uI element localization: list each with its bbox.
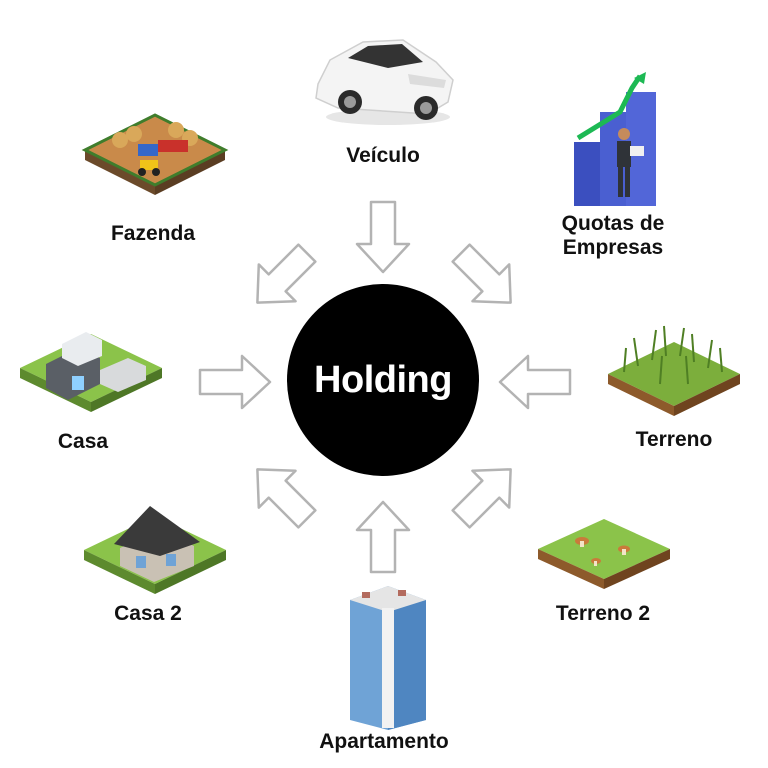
arrow-from-terreno2 <box>451 468 512 529</box>
holding-hub: Holding <box>287 284 479 476</box>
label-terreno2: Terreno 2 <box>555 602 651 625</box>
label-casa2: Casa 2 <box>114 602 182 625</box>
arrow-from-casa2 <box>256 468 317 529</box>
label-quotas-line2: Empresas <box>562 236 664 259</box>
arrow-from-casa <box>198 354 272 410</box>
label-terreno: Terreno <box>635 428 713 451</box>
land-plot-icon <box>538 519 670 589</box>
arrow-from-quotas <box>451 243 512 304</box>
label-quotas: Quotas de Empresas <box>548 212 678 260</box>
business-chart-icon <box>574 72 656 206</box>
house-icon <box>20 332 162 412</box>
arrow-from-terreno <box>498 354 572 410</box>
grass-land-icon <box>608 325 740 416</box>
house2-icon <box>84 506 226 594</box>
car-icon <box>315 39 454 125</box>
apartment-building-icon <box>350 586 426 730</box>
arrow-from-veiculo <box>355 200 411 274</box>
arrow-from-fazenda <box>256 243 317 304</box>
label-apartamento: Apartamento <box>319 730 449 753</box>
label-veiculo: Veículo <box>346 144 420 167</box>
farm-icon <box>81 113 229 195</box>
label-casa: Casa <box>57 430 109 453</box>
arrow-from-apartamento <box>355 500 411 574</box>
label-fazenda: Fazenda <box>110 222 196 245</box>
holding-label: Holding <box>314 358 452 401</box>
label-quotas-line1: Quotas de <box>561 212 665 235</box>
